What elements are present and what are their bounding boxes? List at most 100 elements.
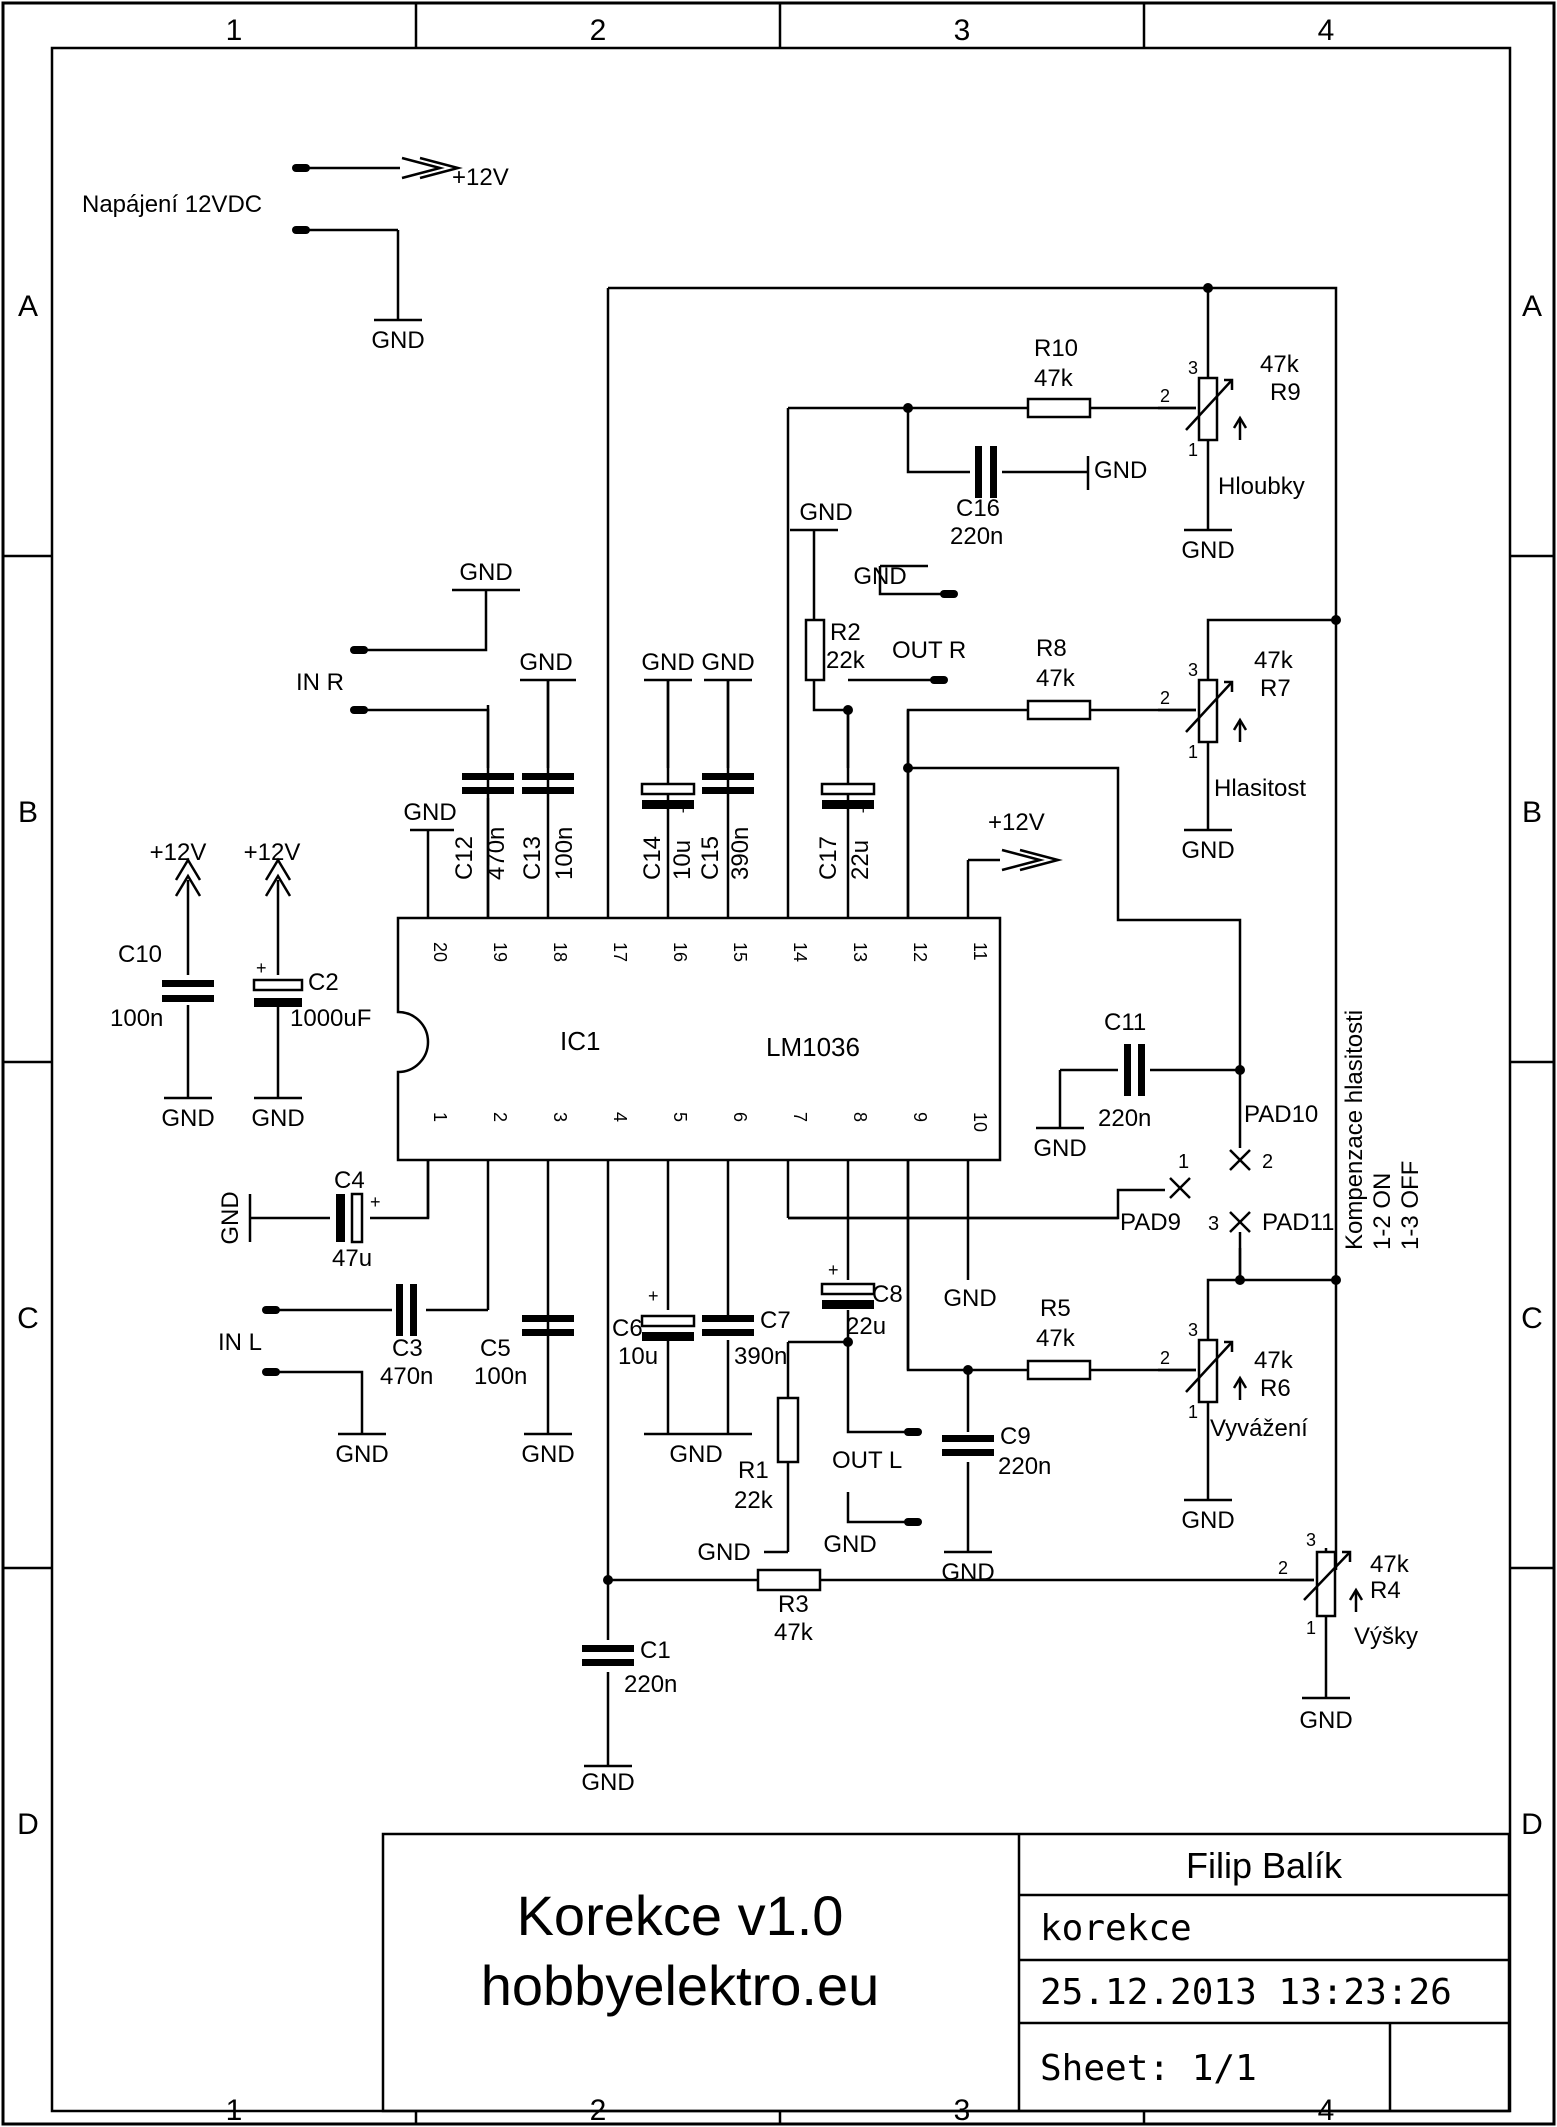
c17-value: 22u — [847, 840, 874, 880]
gnd-label: GND — [371, 327, 424, 354]
ic-pin-top: 13 — [850, 942, 870, 962]
ic-pin-top: 17 — [610, 942, 630, 962]
row-label-c: C — [17, 1302, 39, 1335]
components — [162, 164, 1364, 1666]
r6-label: Vyvážení — [1210, 1415, 1308, 1442]
pot-pin: 2 — [1160, 688, 1170, 708]
col-label-1: 1 — [226, 14, 243, 47]
plus-mark: + — [678, 798, 689, 818]
labels: Napájení 12VDC +12V GND GND GND GND GND … — [82, 164, 1424, 1796]
r6-ref: R6 — [1260, 1375, 1291, 1402]
row-label-b: B — [18, 796, 38, 829]
ic-pin-bottom: 2 — [490, 1112, 510, 1122]
c9-value: 220n — [998, 1453, 1051, 1480]
pot-pin: 2 — [1278, 1558, 1288, 1578]
c8-ref: C8 — [872, 1281, 903, 1308]
c2-ref: C2 — [308, 969, 339, 996]
ic-pin-bottom: 1 — [430, 1112, 450, 1122]
c6-ref: C6 — [612, 1315, 643, 1342]
pad9-label: PAD9 — [1120, 1209, 1181, 1236]
vcc-label: +12V — [988, 809, 1045, 836]
ic-pin-bottom: 10 — [970, 1112, 990, 1132]
gnd-label: GND — [1181, 537, 1234, 564]
c9-ref: C9 — [1000, 1423, 1031, 1450]
c16-ref: C16 — [956, 495, 1000, 522]
row-label-a: A — [18, 290, 38, 323]
comp-title: Kompenzace hlasitosti — [1341, 1010, 1368, 1250]
pot-pin: 2 — [1160, 1348, 1170, 1368]
ic-pin-bottom: 8 — [850, 1112, 870, 1122]
gnd-label: GND — [335, 1441, 388, 1468]
ic-pin-top: 20 — [430, 942, 450, 962]
pot-pin: 3 — [1188, 358, 1198, 378]
c5-ref: C5 — [480, 1335, 511, 1362]
ic-ref: IC1 — [560, 1026, 600, 1056]
r1-value: 22k — [734, 1487, 774, 1514]
gnd-label: GND — [701, 649, 754, 676]
datetime-text: 25.12.2013 13:23:26 — [1040, 1972, 1452, 2013]
ic-pin-top: 18 — [550, 942, 570, 962]
r6-value: 47k — [1254, 1347, 1294, 1374]
gnd-label: GND — [823, 1531, 876, 1558]
gnd-label: GND — [251, 1105, 304, 1132]
ic-pin-top: 16 — [670, 942, 690, 962]
r8-ref: R8 — [1036, 635, 1067, 662]
ic-pin-top: 19 — [490, 942, 510, 962]
out-l-label: OUT L — [832, 1447, 902, 1474]
gnd-label: GND — [1181, 1507, 1234, 1534]
c3-value: 470n — [380, 1363, 433, 1390]
r8-value: 47k — [1036, 665, 1076, 692]
ic-pin-top: 12 — [910, 942, 930, 962]
ic-pin-bottom: 9 — [910, 1112, 930, 1122]
gnd-label: GND — [799, 499, 852, 526]
c14-ref: C14 — [639, 836, 666, 880]
col-label-2: 2 — [590, 14, 607, 47]
gnd-label: GND — [853, 563, 906, 590]
ic-pin-bottom: 5 — [670, 1112, 690, 1122]
gnd-label: GND — [581, 1769, 634, 1796]
ic-pin-top: 11 — [970, 942, 990, 961]
r9-ref: R9 — [1270, 379, 1301, 406]
pot-pin: 3 — [1188, 660, 1198, 680]
r2-value: 22k — [826, 647, 866, 674]
pad10-label: PAD10 — [1244, 1101, 1318, 1128]
col-label-4: 4 — [1318, 14, 1335, 47]
c16-value: 220n — [950, 523, 1003, 550]
vcc-label: +12V — [244, 839, 301, 866]
row-label-c-right: C — [1521, 1302, 1543, 1335]
title-block: Korekce v1.0 hobbyelektro.eu Filip Balík… — [481, 1845, 1452, 2089]
c3-ref: C3 — [392, 1335, 423, 1362]
comp-off: 1-3 OFF — [1397, 1161, 1424, 1250]
vcc-label: +12V — [452, 164, 509, 191]
c10-ref: C10 — [118, 941, 162, 968]
r10-ref: R10 — [1034, 335, 1078, 362]
c11-ref: C11 — [1104, 1009, 1146, 1036]
pad11-label: PAD11 — [1262, 1209, 1334, 1236]
gnd-label: GND — [519, 649, 572, 676]
c2-value: 1000uF — [290, 1005, 371, 1032]
pot-pin-numbers: 3 2 1 3 2 1 3 2 1 3 2 1 — [1160, 358, 1316, 1638]
c14-value: 10u — [669, 840, 696, 880]
r3-ref: R3 — [778, 1591, 809, 1618]
r1-ref: R1 — [738, 1457, 769, 1484]
c17-ref: C17 — [815, 836, 842, 880]
col-label-3-bottom: 3 — [954, 2094, 971, 2127]
plus-mark: + — [370, 1192, 381, 1212]
r4-label: Výšky — [1354, 1623, 1418, 1650]
gnd-label: GND — [161, 1105, 214, 1132]
gnd-label: GND — [697, 1539, 750, 1566]
c7-value: 390n — [734, 1343, 787, 1370]
col-label-1-bottom: 1 — [226, 2094, 243, 2127]
frame-labels: 1 2 3 4 1 2 3 4 A B C D A B C D — [17, 14, 1543, 2127]
plus-mark: + — [828, 1260, 839, 1280]
gnd-label: GND — [941, 1559, 994, 1586]
pot-pin: 2 — [1160, 386, 1170, 406]
gnd-label: GND — [1299, 1707, 1352, 1734]
pot-pin: 3 — [1306, 1530, 1316, 1550]
row-label-b-right: B — [1522, 796, 1542, 829]
row-label-d: D — [17, 1808, 39, 1841]
site-text: hobbyelektro.eu — [481, 1954, 880, 2017]
c8-value: 22u — [846, 1313, 886, 1340]
c15-ref: C15 — [697, 836, 724, 880]
